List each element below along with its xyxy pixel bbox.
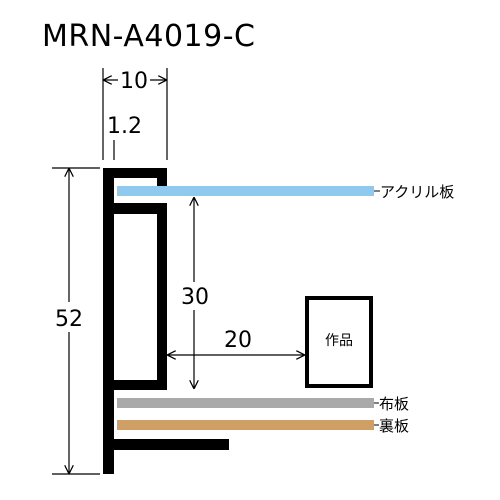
frame-top-lip bbox=[103, 168, 167, 178]
back-board-sheet bbox=[117, 420, 374, 430]
rabbet-width-value: 20 bbox=[224, 328, 252, 353]
frame-bottom-foot bbox=[103, 439, 229, 450]
back-board-label: 裏板 bbox=[379, 417, 409, 435]
frame-back-wall bbox=[103, 168, 114, 474]
cloth-board-sheet bbox=[117, 398, 374, 408]
dimension-frame-width: 10 bbox=[102, 68, 168, 160]
artwork-label: 作品 bbox=[325, 333, 353, 349]
cloth-board-label: 布板 bbox=[379, 395, 409, 413]
acrylic-label: アクリル板 bbox=[380, 183, 454, 201]
total-height-value: 52 bbox=[55, 307, 83, 332]
rabbet-depth-value: 30 bbox=[181, 285, 209, 310]
acrylic-sheet bbox=[117, 186, 374, 196]
dimension-rabbet-depth: 30 bbox=[174, 198, 216, 388]
model-title: MRN-A4019-C bbox=[42, 19, 255, 54]
frame-profile bbox=[103, 168, 229, 474]
frame-width-value: 10 bbox=[120, 69, 148, 94]
frame-inner-bottom bbox=[110, 380, 167, 390]
lip-thickness-value: 1.2 bbox=[107, 114, 142, 139]
frame-front-lip bbox=[157, 168, 167, 190]
dimension-rabbet-width: 20 bbox=[168, 328, 304, 355]
frame-inner-top bbox=[110, 203, 167, 214]
artwork-box bbox=[305, 296, 373, 388]
dimension-lip-thickness: 1.2 bbox=[107, 114, 142, 160]
frame-inner-right bbox=[157, 203, 167, 389]
dimension-total-height: 52 bbox=[46, 167, 100, 475]
